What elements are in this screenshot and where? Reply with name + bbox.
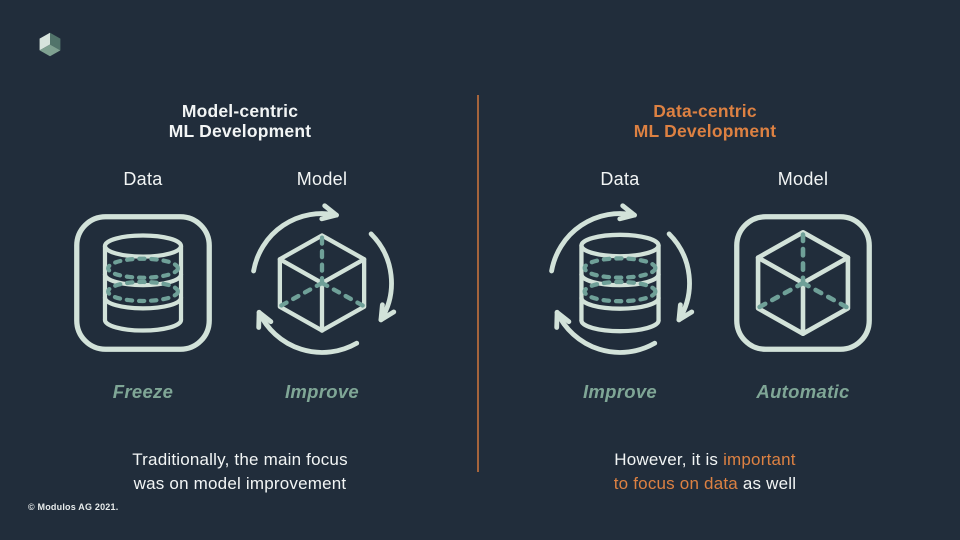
copyright-text: © Modulos AG 2021.: [28, 502, 119, 512]
database-in-cycle-arrows-icon: [532, 200, 708, 366]
caption-line2: to focus on data as well: [613, 473, 797, 493]
unit-state-improve: Improve: [582, 381, 658, 402]
panel-data-centric: Data-centric ML Development Data Improve…: [470, 0, 940, 540]
unit-label-model: Model: [777, 169, 829, 189]
title-line2: ML Development: [633, 120, 777, 141]
panel-model-centric: Model-centric ML Development Data Freeze…: [0, 101, 480, 495]
caption-line2: was on model improvement: [133, 473, 347, 493]
unit-state-automatic: Automatic: [756, 381, 850, 402]
unit-label-model: Model: [296, 169, 348, 189]
unit-label-data: Data: [600, 169, 640, 189]
unit-label-data: Data: [123, 169, 163, 189]
modulos-logo-icon: [39, 32, 61, 57]
vertical-divider: [477, 95, 479, 472]
caption-model-centric: Traditionally, the main focus was on mod…: [0, 448, 480, 495]
caption-data-centric: However, it is important to focus on dat…: [470, 448, 940, 495]
title-line1: Model-centric: [181, 100, 299, 121]
unit-state-improve: Improve: [284, 381, 360, 402]
cube-in-rounded-square-icon: [715, 200, 891, 366]
panel-title-data-centric: Data-centric ML Development: [470, 101, 940, 141]
unit-state-freeze: Freeze: [112, 381, 174, 402]
database-in-rounded-square-icon: [55, 200, 231, 366]
caption-line1: Traditionally, the main focus: [132, 450, 348, 469]
panel-title-model-centric: Model-centric ML Development: [0, 101, 480, 141]
title-line1: Data-centric: [653, 100, 757, 121]
cube-in-cycle-arrows-icon: [234, 200, 410, 366]
title-line2: ML Development: [168, 120, 312, 141]
caption-line1: However, it is important: [614, 450, 796, 469]
